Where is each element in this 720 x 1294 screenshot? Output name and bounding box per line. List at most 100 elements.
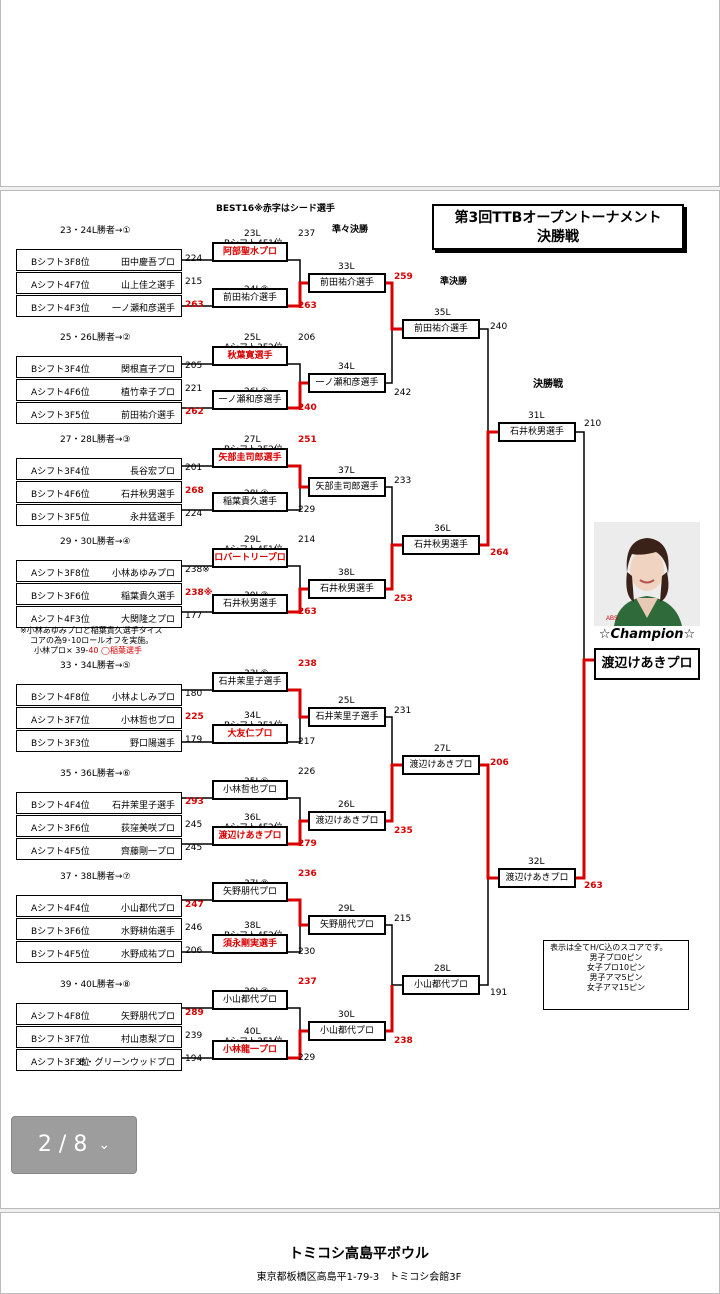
r16-score: 263 bbox=[298, 607, 317, 617]
qf-player: 渡辺けあきプロ bbox=[308, 811, 386, 831]
qf-score: 253 bbox=[394, 594, 413, 604]
shift-rank: Bシフト3F8位 bbox=[31, 258, 90, 268]
group-row: Aシフト4F8位矢野朋代プロ bbox=[16, 1003, 182, 1025]
group-score: 239 bbox=[185, 1031, 203, 1041]
champion-label: ☆Champion☆ bbox=[598, 627, 696, 642]
group-row: Bシフト3F3位野口陽選手 bbox=[16, 730, 182, 752]
sf-score: 191 bbox=[490, 988, 508, 998]
r16-player: 稲葉貴久選手 bbox=[212, 492, 288, 512]
shift-rank: Aシフト3F3位 bbox=[31, 1058, 90, 1068]
qf-player: 前田祐介選手 bbox=[308, 273, 386, 293]
shift-rank: Aシフト4F8位 bbox=[31, 1012, 90, 1022]
group-row: Aシフト3F8位小林あゆみプロ bbox=[16, 560, 182, 582]
group-score: 262 bbox=[185, 407, 204, 417]
champion-name: 渡辺けあきプロ bbox=[594, 648, 700, 680]
r16-score: 230 bbox=[298, 947, 316, 957]
group-row: Aシフト4F7位 山上佳之選手 bbox=[16, 272, 182, 294]
r16-player: 須永剛実選手 bbox=[212, 934, 288, 954]
sf-lane: 28L bbox=[434, 964, 451, 974]
group-row: Bシフト4F8位小林よしみプロ bbox=[16, 684, 182, 706]
final-score: 263 bbox=[584, 881, 603, 891]
player-name: 田中慶吾プロ bbox=[120, 258, 175, 268]
shift-rank: Aシフト3F8位 bbox=[31, 569, 90, 579]
group-score: 205 bbox=[185, 361, 203, 371]
r16-player: 石井茉里子選手 bbox=[212, 672, 288, 692]
qf-player: 矢部圭司郎選手 bbox=[308, 477, 386, 497]
final-score: 210 bbox=[584, 419, 602, 429]
r16-player: 秋葉寛選手 bbox=[212, 346, 288, 366]
group-score: 238※ bbox=[185, 565, 210, 575]
group-row: Bシフト3F6位稲葉貴久選手 bbox=[16, 583, 182, 605]
final-player: 渡辺けあきプロ bbox=[498, 868, 576, 888]
player-name: B・グリーンウッドプロ bbox=[79, 1058, 175, 1068]
group-label: 33・34L勝者→⑤ bbox=[60, 661, 131, 671]
qf-score: 238 bbox=[394, 1036, 413, 1046]
group-row: Aシフト4F3位大関隆之プロ bbox=[16, 606, 182, 628]
shift-rank: Bシフト4F4位 bbox=[31, 801, 90, 811]
r16-player: 矢部圭司郎選手 bbox=[212, 448, 288, 468]
group-score: 245 bbox=[185, 820, 203, 830]
qf-lane: 37L bbox=[338, 466, 355, 476]
sf-player: 渡辺けあきプロ bbox=[402, 755, 480, 775]
qf-score: 235 bbox=[394, 826, 413, 836]
r16-score: 240 bbox=[298, 403, 317, 413]
player-name: 石井秋男選手 bbox=[120, 490, 175, 500]
r16-player: 阿部聖水プロ bbox=[212, 242, 288, 262]
r16-player: 矢野朋代プロ bbox=[212, 882, 288, 902]
qf-player: 一ノ瀬和彦選手 bbox=[308, 373, 386, 393]
group-label: 29・30L勝者→④ bbox=[60, 537, 131, 547]
group-score: 247 bbox=[185, 900, 204, 910]
qf-score: 231 bbox=[394, 706, 412, 716]
qf-lane: 38L bbox=[338, 568, 355, 578]
footer-address: 東京都板橋区高島平1-79-3 トミコシ会館3F bbox=[256, 1272, 462, 1283]
final-player: 石井秋男選手 bbox=[498, 422, 576, 442]
player-name: 小山都代プロ bbox=[120, 904, 175, 914]
shift-rank: Aシフト3F7位 bbox=[31, 716, 90, 726]
r16-score: 238 bbox=[298, 659, 317, 669]
r16-score: 237 bbox=[298, 229, 316, 239]
r16-player: ロバートリープロ bbox=[212, 548, 288, 568]
r16-player: 小林哲也プロ bbox=[212, 780, 288, 800]
r16-player: 石井秋男選手 bbox=[212, 594, 288, 614]
player-name: 齊藤剛一プロ bbox=[120, 847, 175, 857]
shift-rank: Bシフト4F5位 bbox=[31, 950, 90, 960]
qf-label: 準々決勝 bbox=[332, 225, 369, 235]
qf-player: 矢野朋代プロ bbox=[308, 915, 386, 935]
player-name: 関根直子プロ bbox=[120, 365, 175, 375]
group-row: Aシフト3F7位小林哲也プロ bbox=[16, 707, 182, 729]
qf-player: 石井茉里子選手 bbox=[308, 707, 386, 727]
player-name: 永井猛選手 bbox=[129, 513, 175, 523]
qf-lane: 34L bbox=[338, 362, 355, 372]
shift-rank: Aシフト3F4位 bbox=[31, 467, 90, 477]
shift-rank: Bシフト4F8位 bbox=[31, 693, 90, 703]
qf-lane: 30L bbox=[338, 1010, 355, 1020]
r16-lane: 40L bbox=[244, 1027, 261, 1037]
shift-rank: Bシフト3F7位 bbox=[31, 1035, 90, 1045]
player-name: 山上佳之選手 bbox=[120, 281, 175, 291]
qf-lane: 29L bbox=[338, 904, 355, 914]
r16-player: 渡辺けあきプロ bbox=[212, 826, 288, 846]
group-score: 263 bbox=[185, 300, 204, 310]
group-score: 224 bbox=[185, 509, 203, 519]
sf-player: 石井秋男選手 bbox=[402, 535, 480, 555]
page-selector-button[interactable]: 2 / 8 ⌄ bbox=[11, 1116, 137, 1174]
group-score: 268 bbox=[185, 486, 204, 496]
shift-rank: Aシフト4F7位 bbox=[31, 281, 90, 291]
qf-lane: 25L bbox=[338, 696, 355, 706]
r16-player: 一ノ瀬和彦選手 bbox=[212, 390, 288, 410]
group-row: Bシフト3F5位永井猛選手 bbox=[16, 504, 182, 526]
r16-lane: 27L bbox=[244, 435, 261, 445]
shift-rank: Bシフト3F6位 bbox=[31, 927, 90, 937]
group-row: Bシフト3F6位水野耕佑選手 bbox=[16, 918, 182, 940]
shift-rank: Bシフト3F6位 bbox=[31, 592, 90, 602]
shift-rank: Aシフト3F6位 bbox=[31, 824, 90, 834]
group-row: Bシフト3F8位 田中慶吾プロ bbox=[16, 249, 182, 271]
group-score: 245 bbox=[185, 843, 203, 853]
r16-lane: 38L bbox=[244, 921, 261, 931]
group-score: 246 bbox=[185, 923, 203, 933]
group-score: 224 bbox=[185, 254, 203, 264]
handicap-note: 表示は全てH/C込のスコアです。 男子プロ0ピン 女子プロ10ピン 男子アマ5ピ… bbox=[543, 940, 689, 1010]
r16-score: 251 bbox=[298, 435, 317, 445]
qf-score: 215 bbox=[394, 914, 412, 924]
